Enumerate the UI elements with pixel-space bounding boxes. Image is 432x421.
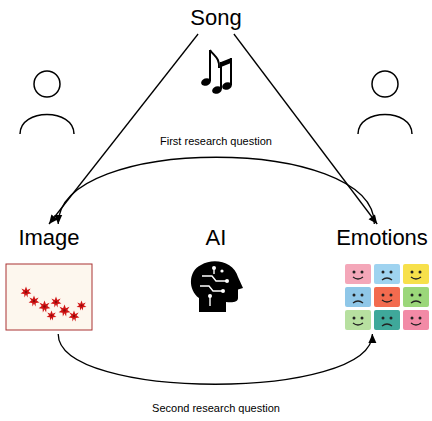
emoji-mouth [411,323,421,325]
emoji-mouth [411,301,421,303]
node-label: Image [3,224,95,252]
emoji-tile [345,264,371,284]
emoji-tile [345,287,371,307]
emoji-tile [345,310,371,330]
emoji-eye [419,271,422,274]
emoji-eye [382,317,385,320]
emoji-eye [419,317,422,320]
text-node: AI [204,224,229,254]
curved-arrow [58,334,372,384]
node-label: Emotions [334,224,430,252]
emoji-mouth [382,324,392,326]
emoji-eye [411,317,414,320]
emoji-mouth [353,301,363,303]
emoji-eye [382,294,385,297]
person-icon [358,71,412,134]
person-icon [20,71,74,134]
emoji-eye [382,271,385,274]
emoji-tile [374,287,400,307]
edge-label: First research question [158,135,274,148]
emoji-mouth [353,277,363,279]
emoji-tile [403,287,429,307]
emoji-eye [361,294,364,297]
emoji-eye [411,271,414,274]
emoji-mouth [382,278,392,280]
emoji-eye [390,271,393,274]
emoji-tile [403,310,429,330]
emoji-mouth [411,277,421,279]
node-label: Song [188,4,244,32]
curved-arrow [58,157,374,224]
music-notes [200,50,233,95]
edge-label: Second research question [150,402,282,415]
emoji-eye [361,317,364,320]
emoji-grid [345,264,429,330]
emoji-eye [419,294,422,297]
emoji-eye [411,294,414,297]
emoji-mouth [353,323,363,325]
emoji-mouth [382,300,392,302]
emoji-eye [353,294,356,297]
text-node: Song [188,4,244,34]
text-node: Emotions [334,224,430,334]
emoji-eye [390,317,393,320]
arrowhead [368,334,376,343]
emoji-tile [403,264,429,284]
emoji-tile [374,264,400,284]
emoji-tile [374,310,400,330]
node-label: AI [204,224,229,252]
ai-head-icon [191,261,243,312]
arrowhead [54,215,62,224]
text-node: Image [3,224,95,334]
emoji-eye [353,271,356,274]
image-thumbnail [6,264,92,330]
emoji-eye [353,317,356,320]
straight-arrow [234,34,377,224]
emoji-eye [390,294,393,297]
emoji-eye [361,271,364,274]
